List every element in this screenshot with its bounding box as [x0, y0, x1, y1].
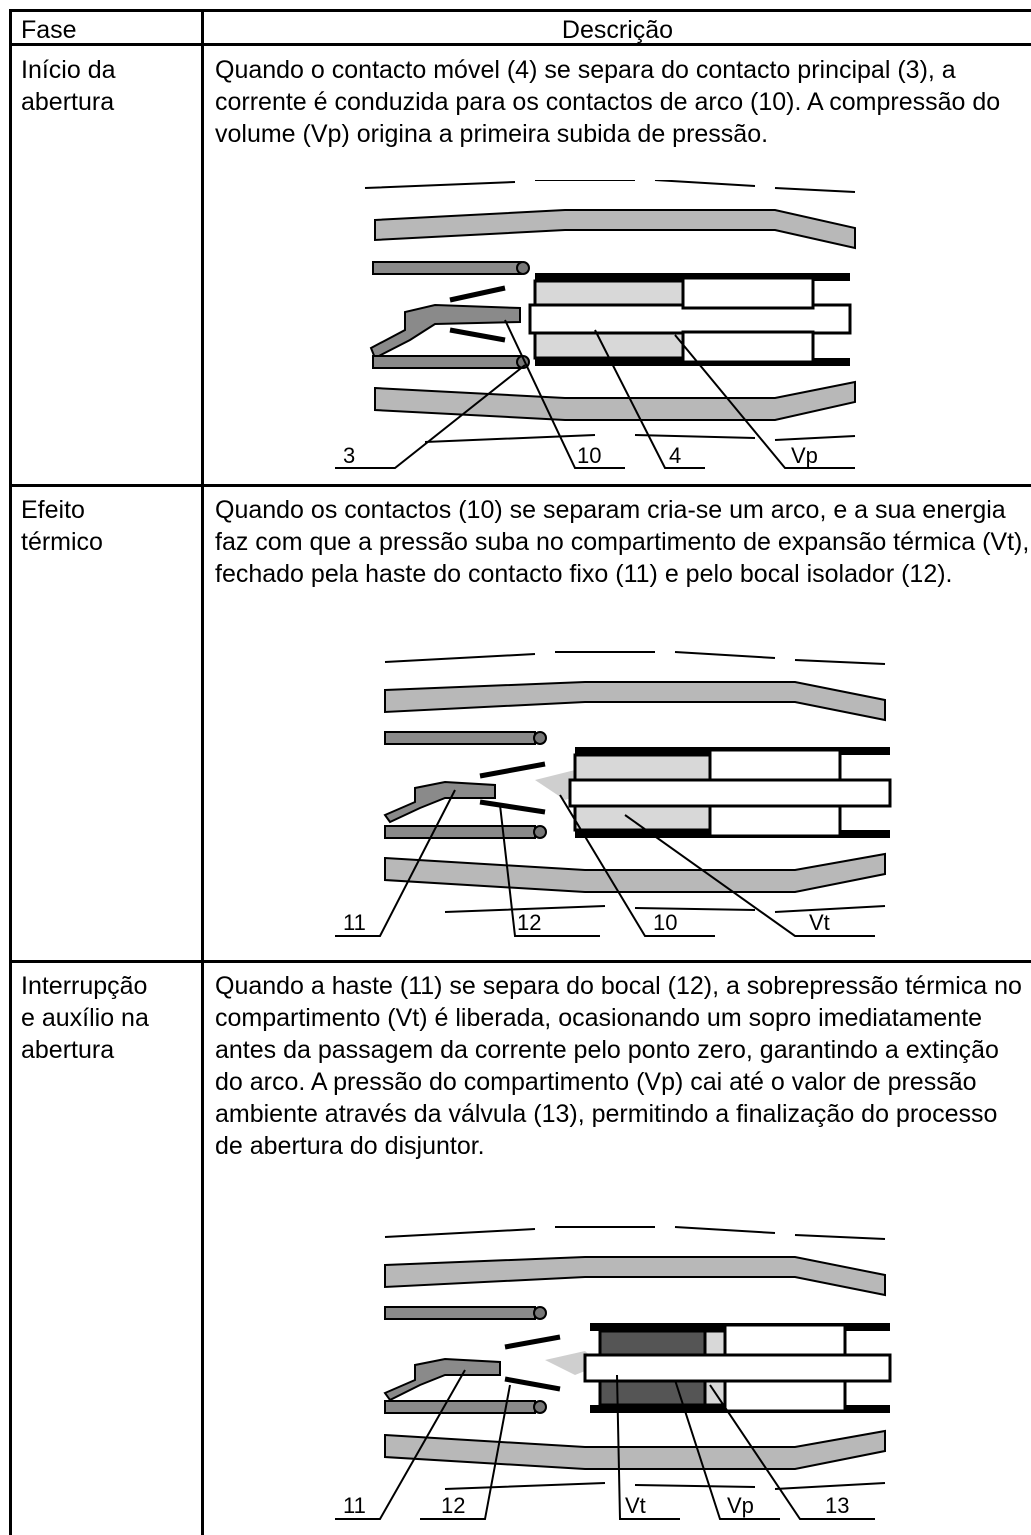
- row-2-label-11: 11: [343, 910, 366, 935]
- row-1-label-4: 4: [669, 443, 681, 468]
- row-1-phase-line-2: abertura: [21, 88, 115, 116]
- row-3-label-12: 12: [441, 1493, 465, 1518]
- row-2-phase-line-2: térmico: [21, 528, 103, 556]
- row-1-phase: Início da abertura: [21, 54, 196, 118]
- row-3-label-13: 13: [825, 1493, 849, 1518]
- row-3-label-vt: Vt: [625, 1493, 646, 1518]
- row-3-label-vp: Vp: [727, 1493, 754, 1518]
- row-3-label-11: 11: [343, 1493, 366, 1518]
- phase-description-table: [9, 9, 1031, 1535]
- row-2-label-vt: Vt: [809, 910, 830, 935]
- column-divider: [201, 9, 204, 1535]
- row-3-diagram: 11 12 Vt Vp 13: [335, 1226, 892, 1520]
- row-2-diagram: 11 12 10 Vt: [335, 651, 892, 937]
- header-row-divider: [9, 43, 1031, 46]
- row-1-diagram: 3 10 4 Vp: [335, 180, 856, 469]
- row-3-phase-line-1: Interrupção: [21, 972, 148, 1000]
- row-1-label-vp: Vp: [791, 443, 818, 468]
- row-3-phase-line-2: e auxílio na: [21, 1004, 149, 1032]
- row-2-phase-line-1: Efeito: [21, 496, 85, 524]
- row-1-label-10: 10: [577, 443, 601, 468]
- row-1-description: Quando o contacto móvel (4) se separa do…: [215, 56, 1001, 148]
- row-1-label-3: 3: [343, 443, 355, 468]
- row-2-description: Quando os contactos (10) se separam cria…: [215, 496, 1030, 588]
- row-divider-1: [9, 484, 1031, 487]
- row-2-label-12: 12: [517, 910, 541, 935]
- header-phase: Fase: [21, 16, 77, 44]
- row-3-phase-line-3: abertura: [21, 1036, 115, 1064]
- row-2-label-10: 10: [653, 910, 677, 935]
- row-3-description: Quando a haste (11) se separa do bocal (…: [215, 972, 1022, 1160]
- row-divider-2: [9, 960, 1031, 963]
- row-3-phase: Interrupção e auxílio na abertura: [21, 970, 196, 1066]
- row-2-phase: Efeito térmico: [21, 494, 196, 558]
- header-description: Descrição: [561, 16, 674, 44]
- row-1-phase-line-1: Início da: [21, 56, 116, 84]
